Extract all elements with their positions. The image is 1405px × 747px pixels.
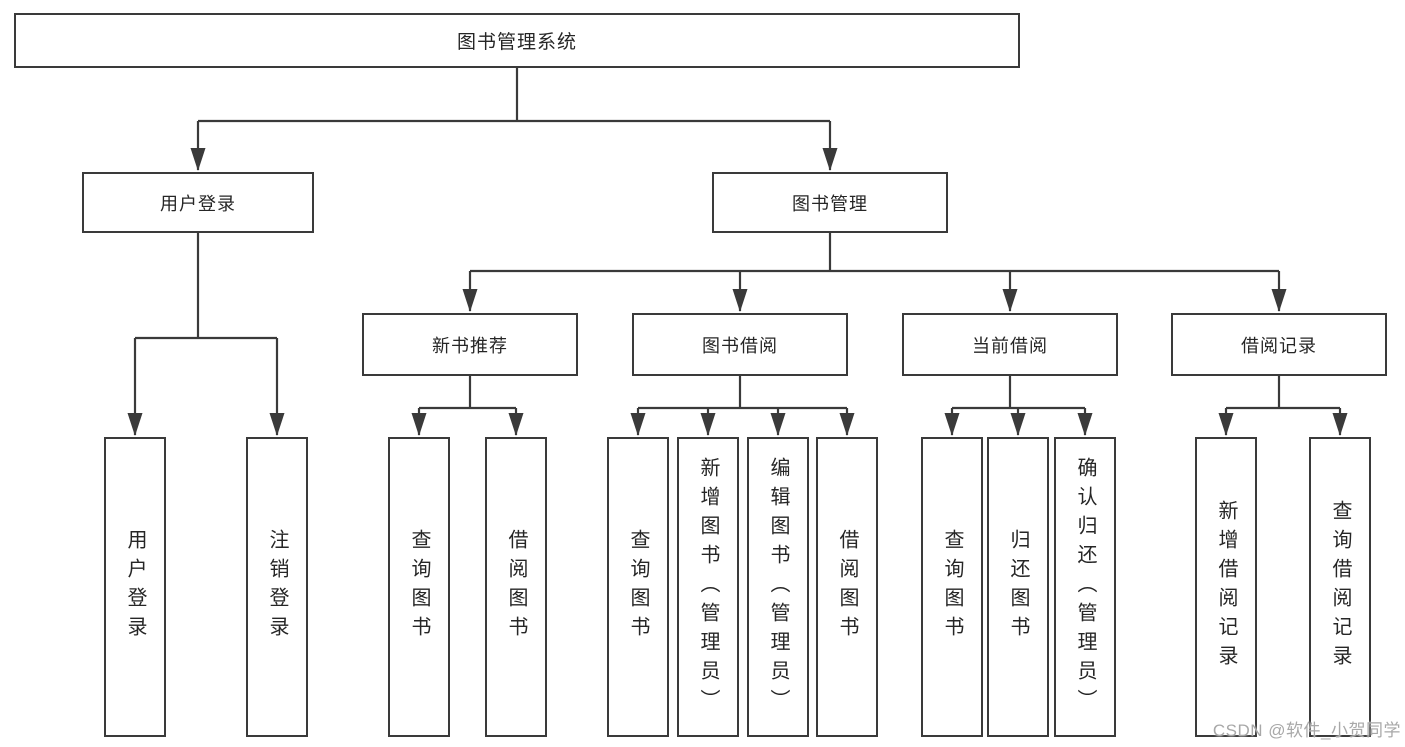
node-borrowing-records: 借阅记录: [1171, 313, 1387, 376]
node-user-login: 用户登录: [82, 172, 314, 233]
node-book-borrowing: 图书借阅: [632, 313, 848, 376]
leaf-borrow-borrow-books: 借阅图书: [816, 437, 878, 737]
leaf-records-query-borrow-record: 查询借阅记录: [1309, 437, 1371, 737]
node-book-management: 图书管理: [712, 172, 948, 233]
leaf-current-confirm-return-admin: 确认归还（管理员）: [1054, 437, 1116, 737]
leaf-borrow-edit-books-admin: 编辑图书（管理员）: [747, 437, 809, 737]
node-library-management-system: 图书管理系统: [14, 13, 1020, 68]
leaf-newbook-query-books: 查询图书: [388, 437, 450, 737]
leaf-borrow-add-books-admin: 新增图书（管理员）: [677, 437, 739, 737]
leaf-user-login: 用户登录: [104, 437, 166, 737]
leaf-logout: 注销登录: [246, 437, 308, 737]
node-new-book-recommendation: 新书推荐: [362, 313, 578, 376]
node-current-borrowing: 当前借阅: [902, 313, 1118, 376]
csdn-watermark: CSDN @软件_小贺同学: [1212, 721, 1401, 740]
leaf-newbook-borrow-books: 借阅图书: [485, 437, 547, 737]
leaf-current-query-books: 查询图书: [921, 437, 983, 737]
leaf-records-add-borrow-record: 新增借阅记录: [1195, 437, 1257, 737]
leaf-current-return-books: 归还图书: [987, 437, 1049, 737]
leaf-borrow-query-books: 查询图书: [607, 437, 669, 737]
